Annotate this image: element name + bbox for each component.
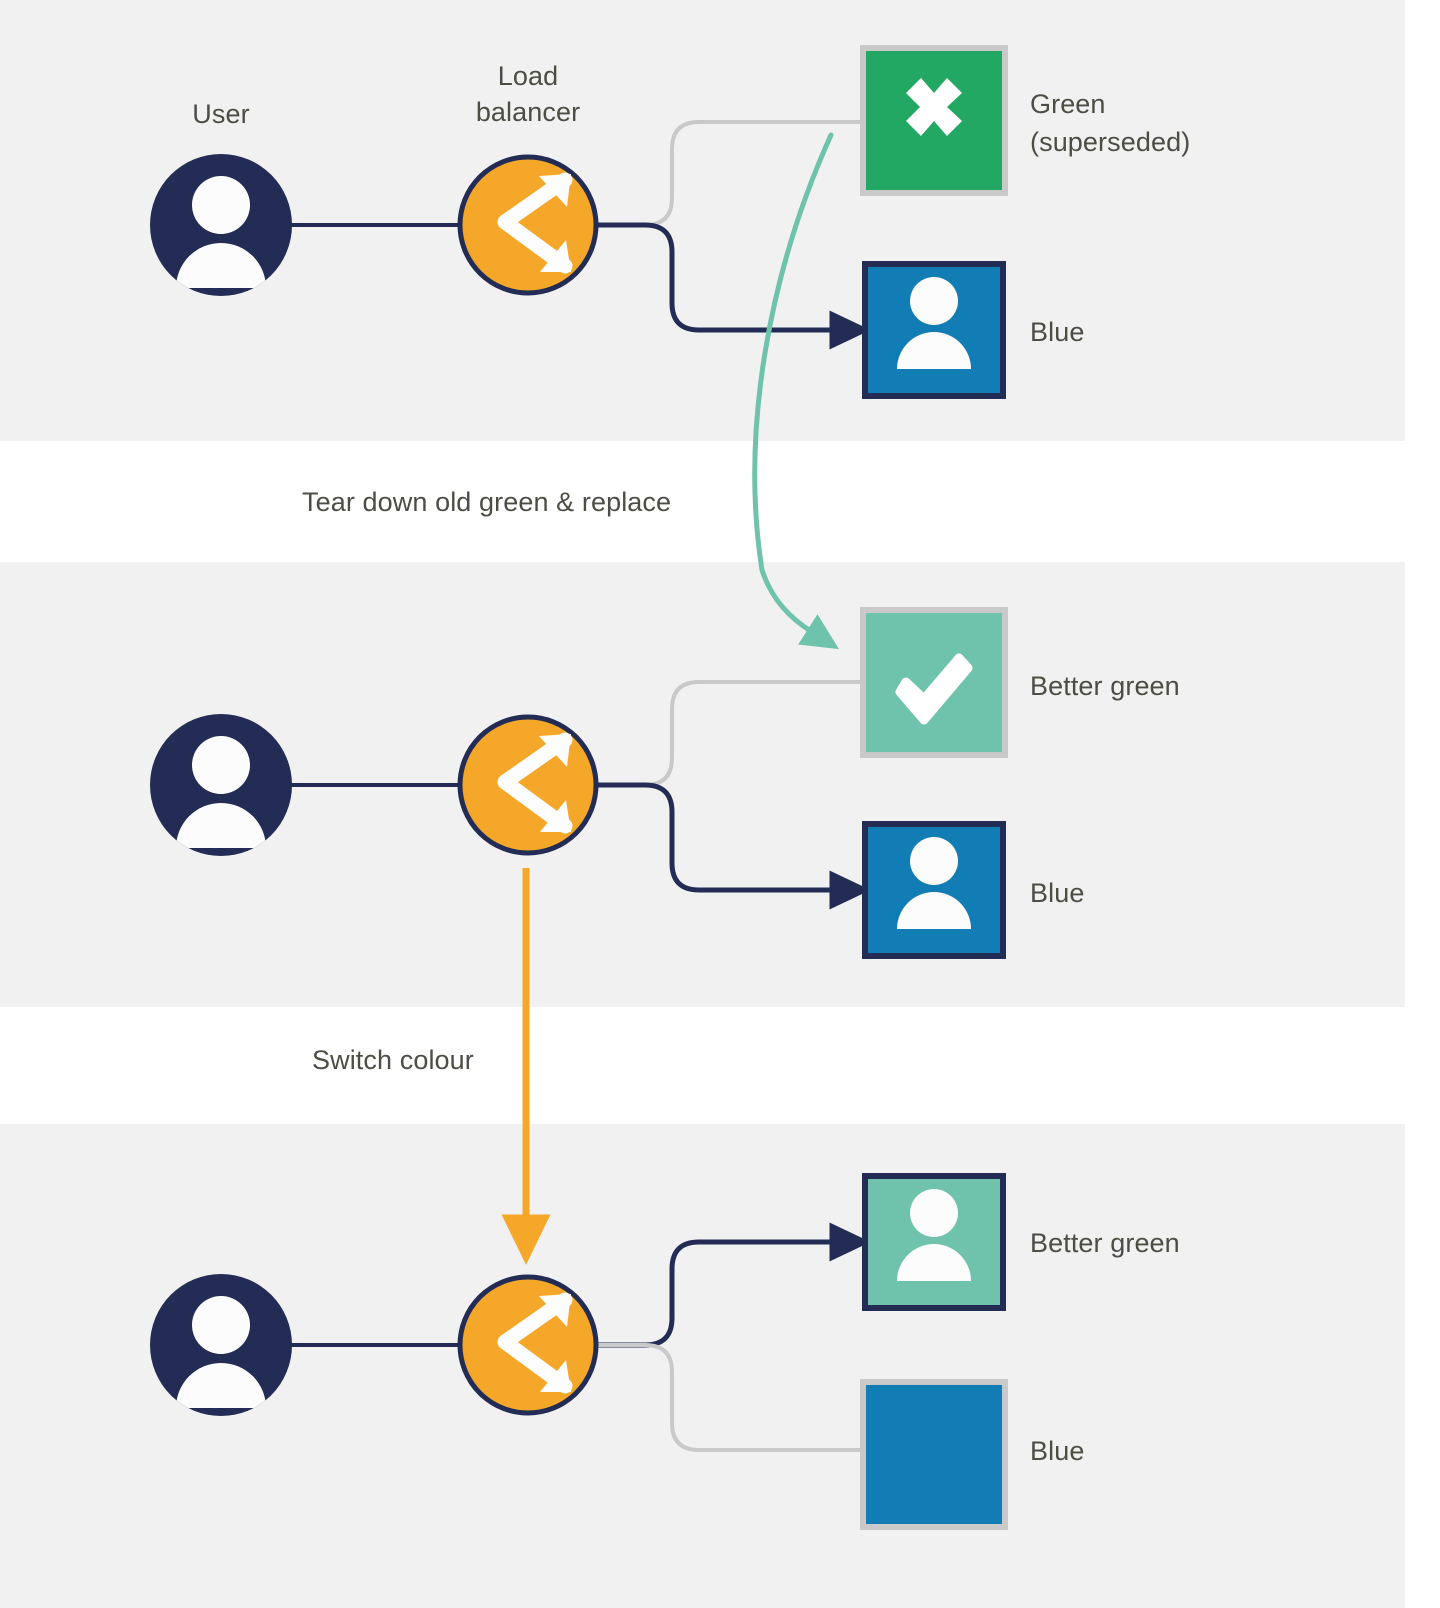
panel-green-replaced-state — [0, 562, 1405, 1007]
green-service-label-2: Better green — [1030, 671, 1180, 701]
blue-service-label-2: Blue — [1030, 878, 1085, 908]
panel-initial-state — [0, 0, 1405, 441]
transition-label-switch-colour: Switch colour — [312, 1045, 474, 1075]
green-service-label-1: Green (superseded) — [1030, 89, 1191, 157]
panel-switched-state — [0, 1124, 1405, 1608]
load-balancer-title-label: Load balancer — [475, 61, 581, 127]
blue-service-label-1: Blue — [1030, 317, 1085, 347]
transition-label-tear-down: Tear down old green & replace — [302, 487, 672, 517]
blue-service-label-3: Blue — [1030, 1436, 1085, 1466]
green-service-label-3: Better green — [1030, 1228, 1180, 1258]
user-title-label: User — [192, 99, 250, 129]
